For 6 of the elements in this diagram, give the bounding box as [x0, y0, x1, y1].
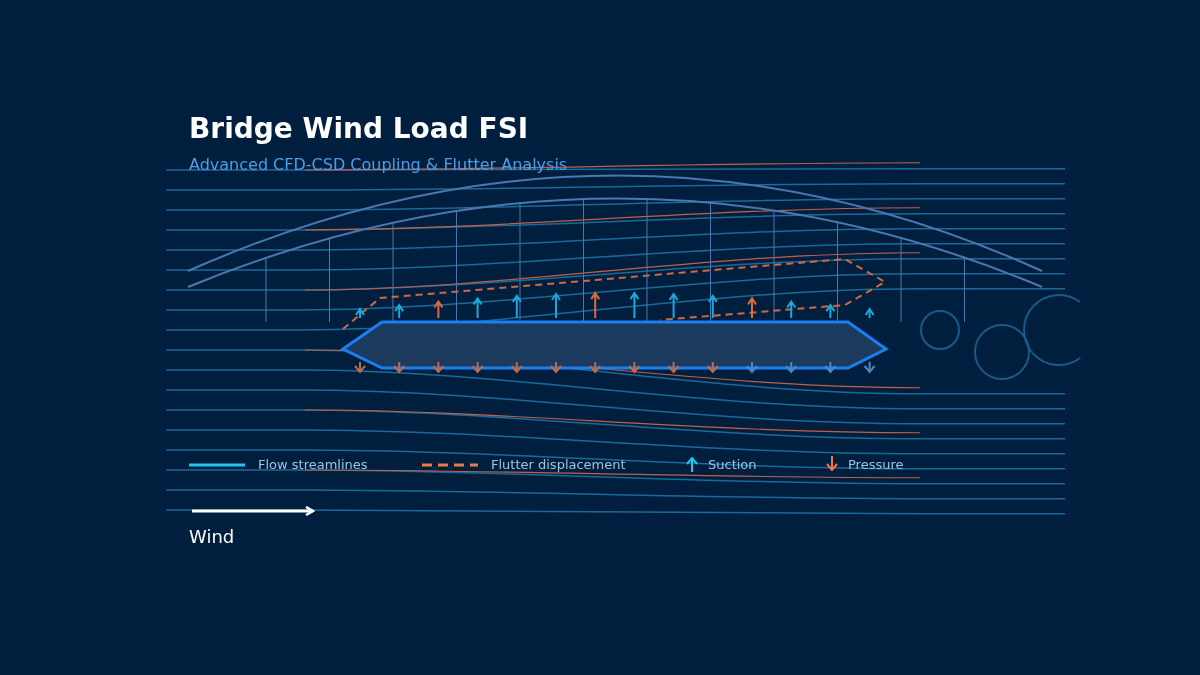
- legend-label: Flow streamlines: [258, 457, 368, 472]
- legend-label: Pressure: [848, 457, 904, 472]
- wind-label: Wind: [189, 526, 235, 547]
- diagram-title: Bridge Wind Load FSI: [189, 112, 529, 145]
- legend-label: Suction: [708, 457, 757, 472]
- legend-label: Flutter displacement: [491, 457, 626, 472]
